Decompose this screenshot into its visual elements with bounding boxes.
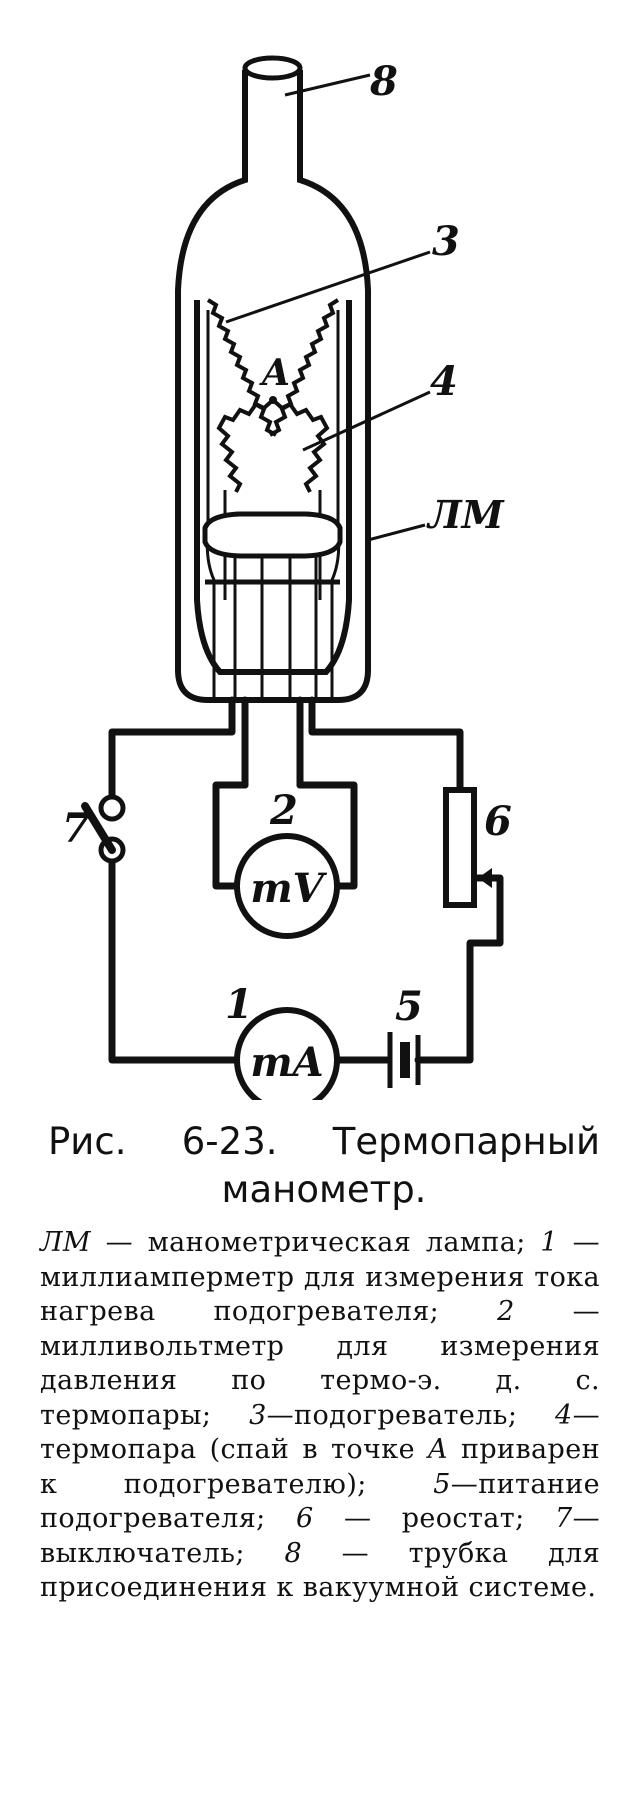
legend-item: 7— выключатель; — [40, 1503, 600, 1569]
legend-item: 5—питание подогревателя; — [40, 1468, 600, 1535]
label-6: 6 — [484, 798, 512, 845]
junction-point — [269, 396, 277, 404]
caption-legend: ЛМ — манометрическая лампа; 1 — миллиамп… — [40, 1226, 600, 1606]
legend-item: 4—термопара (спай в точке A приварен к п… — [40, 1399, 601, 1500]
switch — [81, 794, 126, 864]
legend-item: 3—подогреватель; — [249, 1399, 555, 1431]
leader-lines — [225, 73, 431, 542]
label-lm: ЛМ — [426, 492, 505, 537]
rheostat — [443, 787, 492, 908]
label-3: 3 — [432, 218, 460, 265]
legend-item: 1 — миллиамперметр для измерения тока на… — [40, 1227, 600, 1327]
heater-and-thermocouple — [206, 298, 340, 493]
ma-symbol: mA — [250, 1039, 323, 1086]
legend-item: 8 — трубка для присоединения к вакуумной… — [40, 1537, 601, 1604]
milliammeter: mA — [234, 1007, 340, 1100]
label-5: 5 — [395, 983, 423, 1030]
millivoltmeter: mV — [234, 833, 340, 939]
gauge-lamp-envelope — [175, 55, 371, 703]
battery — [387, 1032, 421, 1088]
heater-wire-right — [269, 298, 340, 437]
caption-title: Рис. 6-23. Термопарный манометр. — [48, 1120, 600, 1211]
legend-item: 6 — реостат; — [296, 1503, 555, 1534]
label-2: 2 — [269, 787, 298, 834]
thermocouple-wire-right — [271, 398, 330, 493]
thermocouple-gauge-diagram: mV mA 8 3 A 4 ЛМ 2 6 7 1 5 — [62, 55, 512, 1100]
tube-opening — [242, 55, 303, 81]
label-1: 1 — [225, 981, 253, 1028]
figure-caption: Рис. 6-23. Термопарный манометр. ЛМ — ма… — [40, 1118, 600, 1606]
mv-symbol: mV — [250, 865, 327, 912]
label-4: 4 — [430, 358, 458, 405]
heater-wire — [206, 298, 277, 437]
legend-item: ЛМ — манометрическая лампа; — [40, 1227, 541, 1258]
lamp-pinch — [202, 511, 343, 585]
label-7: 7 — [62, 805, 90, 852]
legend-item: 2 — милливольтметр для измерения давлени… — [40, 1296, 600, 1431]
label-a: A — [259, 352, 290, 394]
label-8: 8 — [369, 58, 398, 105]
thermocouple-wire — [216, 398, 275, 493]
circuit-wires — [108, 696, 504, 1064]
